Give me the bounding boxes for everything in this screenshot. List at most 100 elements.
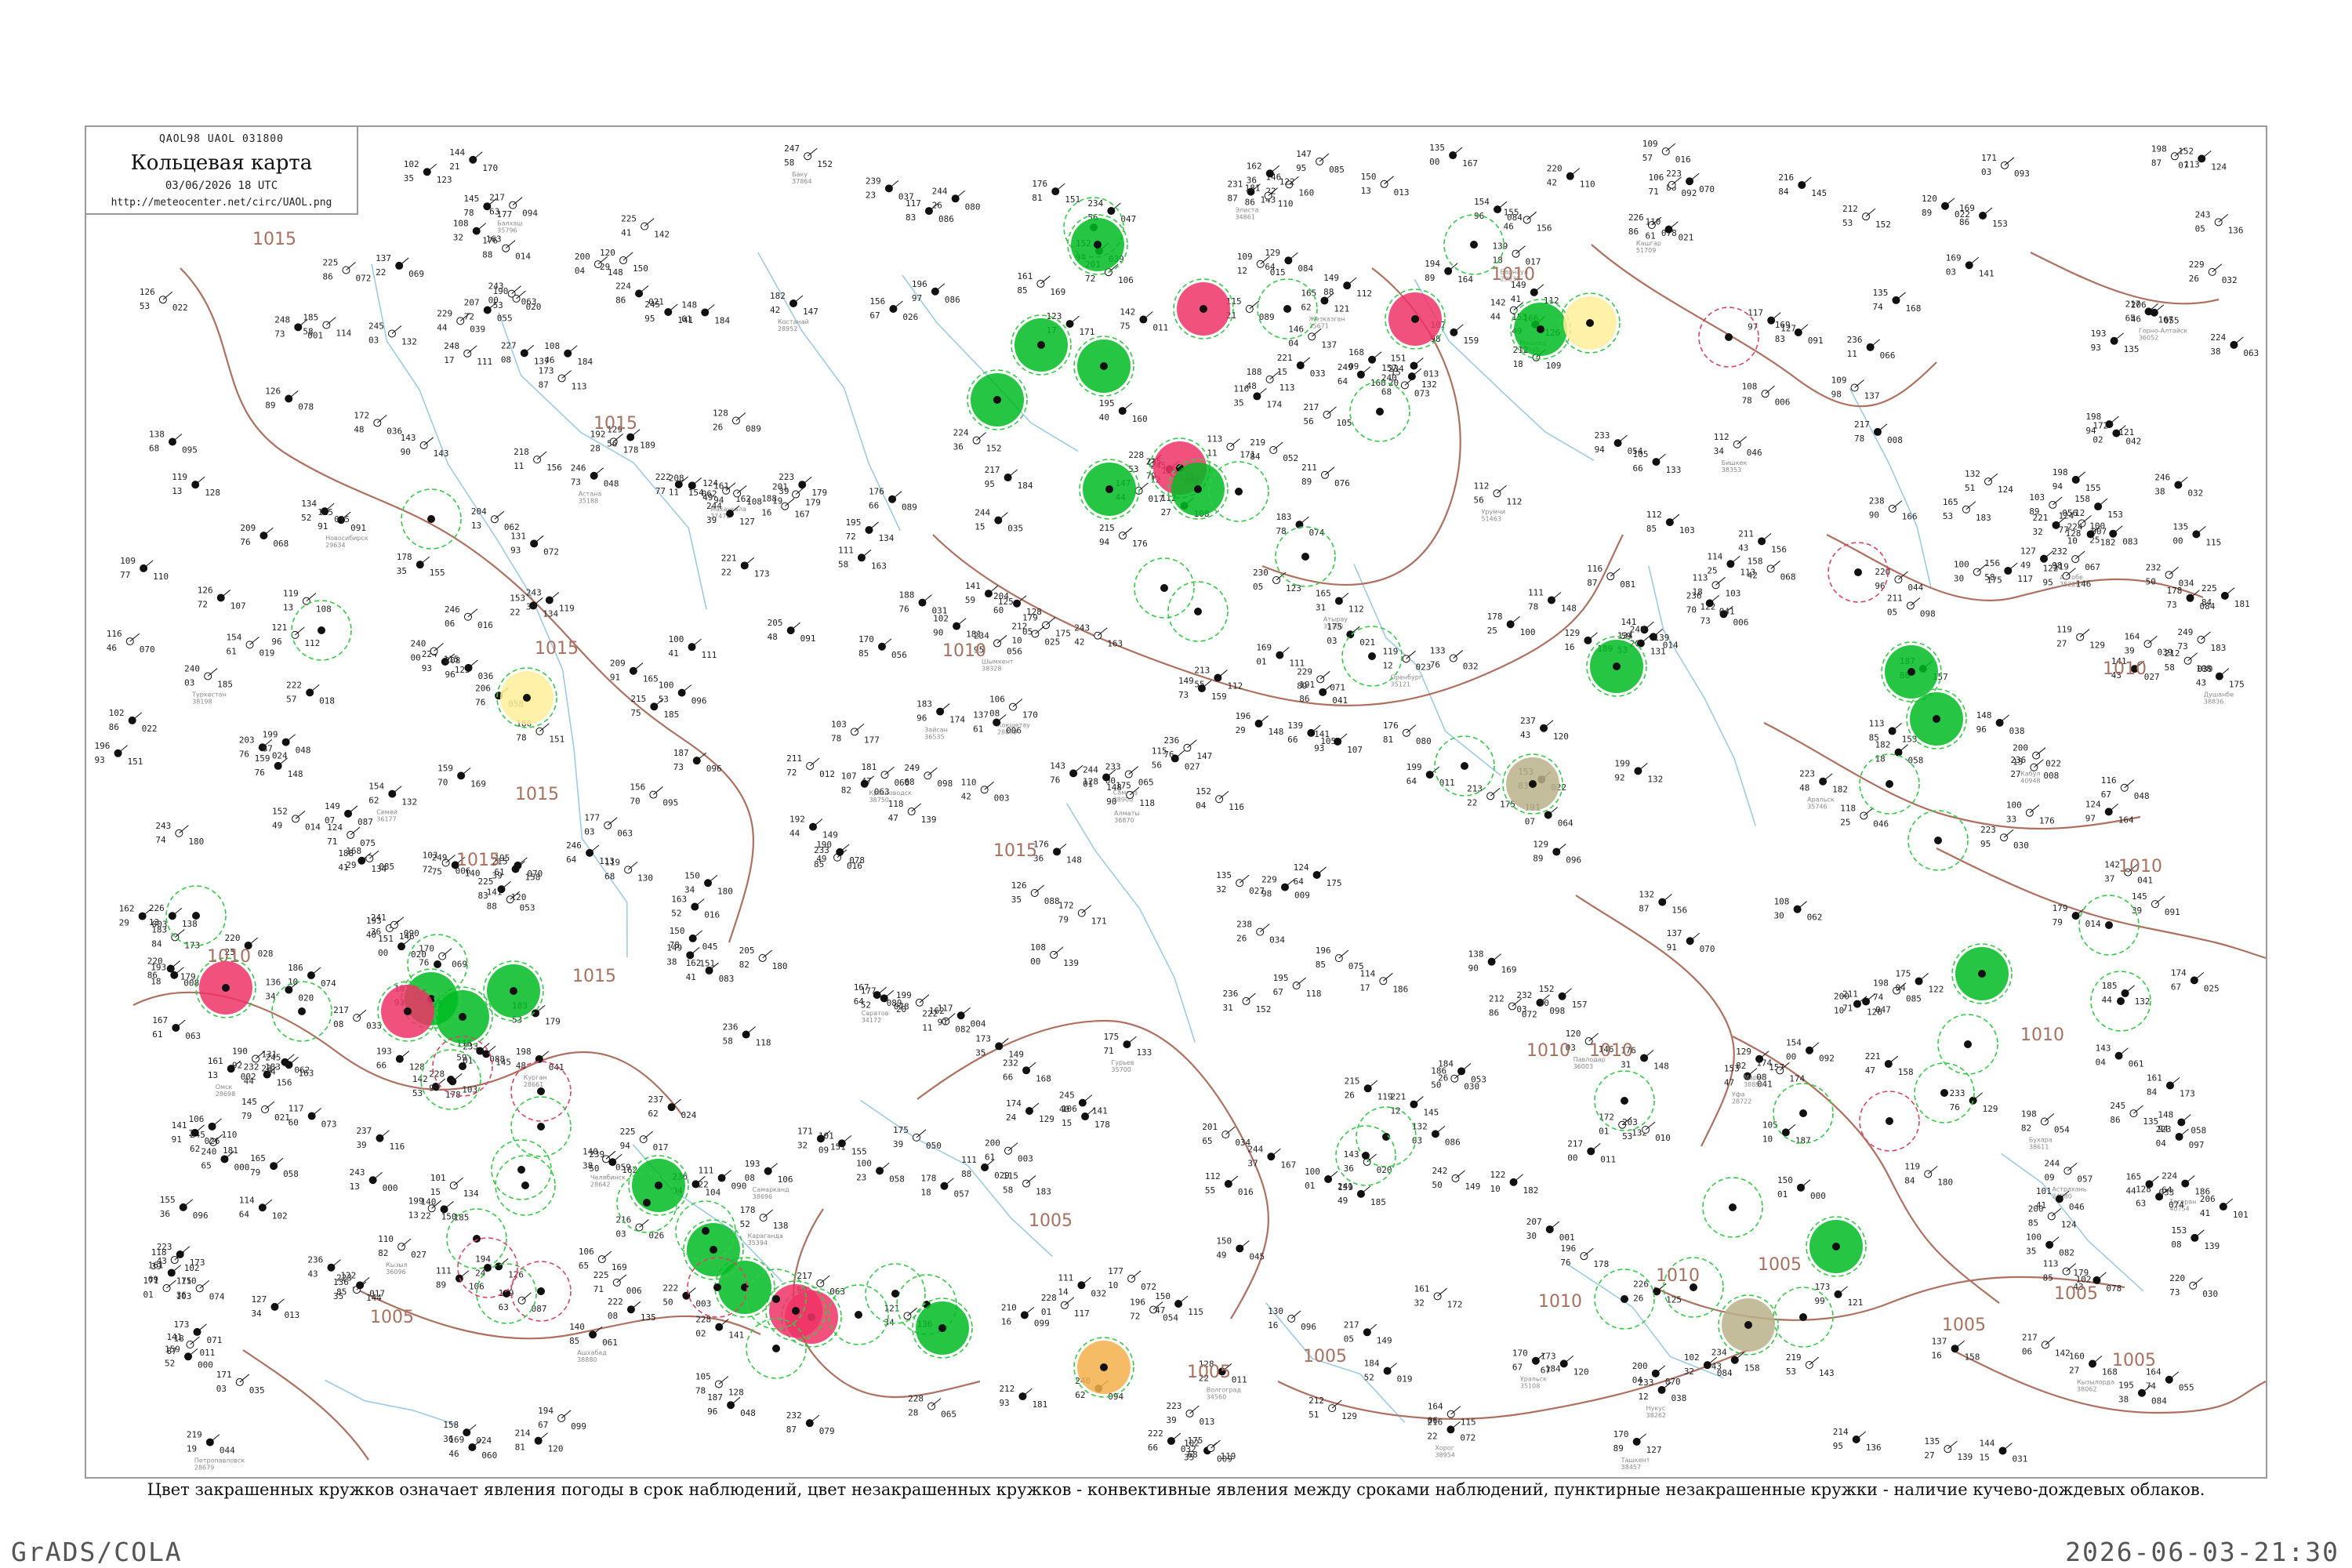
fog-circle[interactable] <box>1559 292 1621 354</box>
synoptic-map[interactable]: 23306500Самара2890011902312Оренбург35121… <box>86 127 2266 1477</box>
convective-ring[interactable] <box>1702 1177 1763 1238</box>
convective-ring[interactable] <box>865 1263 926 1324</box>
rain-circle[interactable] <box>1173 278 1234 339</box>
convective-ring[interactable] <box>271 981 332 1042</box>
thunderstorm-circle[interactable] <box>1806 1216 1867 1277</box>
convective-ring[interactable] <box>1167 581 1229 642</box>
map-url[interactable]: http://meteocenter.net/circ/UAOL.png <box>111 197 332 209</box>
thunderstorm-circle[interactable] <box>628 1155 689 1216</box>
thunderstorm-circle[interactable] <box>912 1298 973 1359</box>
station-plot[interactable]: 22418664Тегеран40754 <box>2161 1171 2210 1213</box>
